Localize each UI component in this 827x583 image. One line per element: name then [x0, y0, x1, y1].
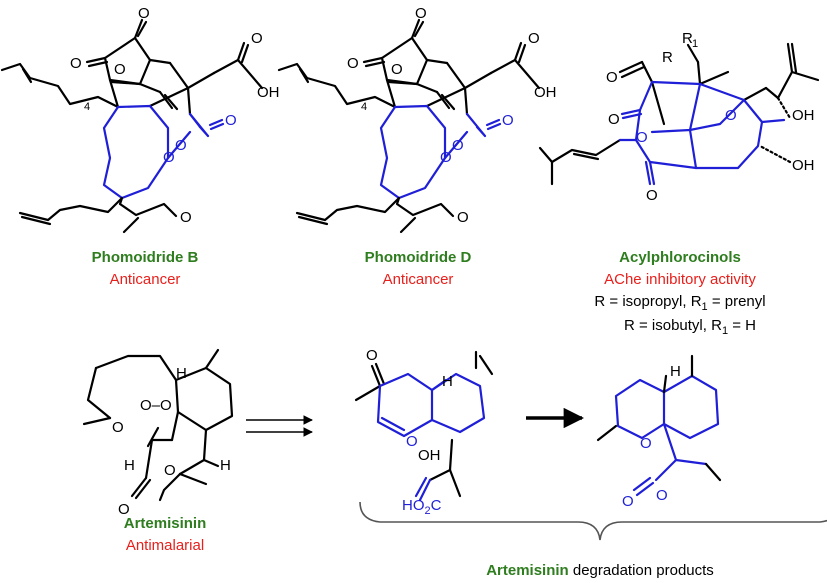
svg-text:OH: OH	[792, 157, 815, 174]
svg-text:O: O	[114, 61, 126, 78]
acylphlorocinols-name: Acylphlorocinols	[619, 249, 741, 266]
grouping-brace	[359, 501, 827, 541]
acylphlorocinol-structure	[538, 42, 820, 186]
acylphlorocinol-core	[618, 80, 786, 186]
svg-text:HO2C: HO2C	[402, 497, 442, 517]
artemisinin-structure	[82, 348, 234, 502]
svg-text:O: O	[452, 137, 464, 154]
phomoidride-b-activity: Anticancer	[110, 271, 181, 288]
svg-text:H: H	[220, 457, 231, 474]
svg-text:O: O	[646, 187, 658, 204]
acylphlorocinol-atoms: R R 1 O O O O O OH OH	[606, 30, 815, 204]
phomoidride-d-structure	[277, 18, 541, 116]
svg-text:O: O	[656, 487, 668, 504]
svg-text:O: O	[725, 107, 737, 124]
svg-text:4: 4	[361, 101, 367, 113]
acylphlorocinols-note-1: R = isopropyl, R1 = prenyl	[594, 293, 765, 313]
artemisinin-activity: Antimalarial	[126, 537, 204, 554]
svg-text:O: O	[251, 30, 263, 47]
svg-text:O: O	[606, 69, 618, 86]
svg-text:O: O	[608, 111, 620, 128]
svg-text:O: O	[622, 493, 634, 510]
svg-text:O–O: O–O	[140, 397, 172, 414]
phomoidride-d-activity: Anticancer	[383, 271, 454, 288]
svg-text:O: O	[366, 347, 378, 364]
svg-text:1: 1	[692, 38, 698, 50]
svg-text:O: O	[457, 209, 469, 226]
svg-text:O: O	[138, 5, 150, 22]
svg-text:OH: OH	[418, 447, 441, 464]
svg-text:R: R	[662, 49, 673, 66]
degradation-product-1-core	[376, 372, 486, 502]
acylphlorocinols-note-2: R = isobutyl, R1 = H	[624, 317, 756, 337]
svg-text:H: H	[124, 457, 135, 474]
svg-text:H: H	[442, 373, 453, 390]
svg-text:4: 4	[84, 101, 90, 113]
phomoidride-d-atoms: O O O O OH O O O O 4	[347, 5, 557, 226]
artemisinin-atoms: O–O O H O O H H	[112, 365, 231, 518]
degradation-product-2-substituents	[596, 354, 722, 482]
degradation-product-2-core	[614, 374, 720, 497]
svg-text:H: H	[670, 363, 681, 380]
svg-text:O: O	[112, 419, 124, 436]
phomoidride-d-name: Phomoidride D	[365, 249, 472, 266]
degradation-product-2-atoms: H O O O	[622, 363, 681, 510]
svg-text:R: R	[682, 30, 693, 47]
svg-text:O: O	[406, 433, 418, 450]
svg-text:O: O	[391, 61, 403, 78]
acylphlorocinols-activity: AChe inhibitory activity	[604, 271, 756, 288]
svg-text:H: H	[176, 365, 187, 382]
svg-text:O: O	[225, 112, 237, 129]
phomoidride-d-core	[379, 104, 502, 200]
svg-text:O: O	[118, 501, 130, 518]
svg-text:O: O	[180, 209, 192, 226]
phomoidride-b-side-chain	[18, 196, 178, 234]
degradation-caption: Artemisinin degradation products	[486, 562, 714, 579]
artemisinin-name: Artemisinin	[124, 515, 207, 532]
svg-text:O: O	[164, 462, 176, 479]
svg-text:O: O	[502, 112, 514, 129]
degradation-product-1-structure	[354, 350, 494, 498]
phomoidride-b-name: Phomoidride B	[92, 249, 199, 266]
svg-text:O: O	[163, 149, 175, 166]
svg-text:O: O	[440, 149, 452, 166]
svg-text:O: O	[347, 55, 359, 72]
svg-text:O: O	[175, 137, 187, 154]
phomoidride-d-side-chain	[295, 196, 455, 234]
svg-text:O: O	[636, 129, 648, 146]
phomoidride-b-atoms: O O O O OH O O O O 4	[70, 5, 280, 226]
svg-text:O: O	[415, 5, 427, 22]
svg-text:O: O	[528, 30, 540, 47]
degradation-product-1-atoms: O H O OH HO2C	[366, 347, 453, 517]
svg-text:OH: OH	[257, 84, 280, 101]
svg-text:OH: OH	[534, 84, 557, 101]
svg-text:O: O	[70, 55, 82, 72]
phomoidride-b-structure	[0, 18, 264, 116]
svg-text:OH: OH	[792, 107, 815, 124]
phomoidride-b-core	[102, 104, 225, 200]
svg-text:O: O	[640, 435, 652, 452]
